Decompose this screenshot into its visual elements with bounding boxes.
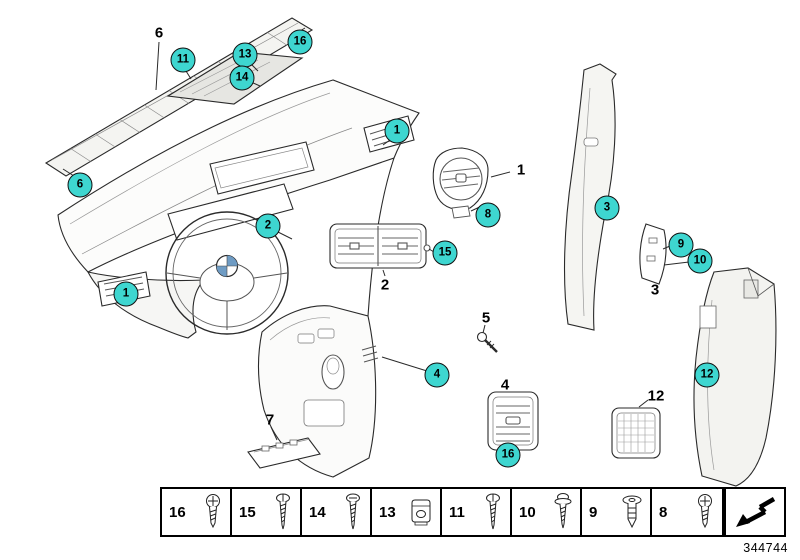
legend-number: 10	[519, 503, 536, 521]
callout-circle-13[interactable]: 13	[232, 42, 258, 68]
control-module-drawing	[611, 407, 661, 459]
legend-item-10[interactable]: 10	[512, 489, 582, 535]
legend-item-8[interactable]: 8	[652, 489, 722, 535]
callout-circle-6[interactable]: 6	[67, 172, 93, 198]
trim-connector-drawing	[247, 437, 321, 469]
legend-item-15[interactable]: 15	[232, 489, 302, 535]
legend-number: 16	[169, 503, 186, 521]
callout-label-7: 7	[265, 411, 275, 429]
tapping-screw-icon	[486, 493, 500, 530]
next-diagram-arrow-icon	[736, 497, 776, 527]
tapping-screw-icon	[346, 493, 360, 530]
legend-number: 9	[589, 503, 598, 521]
callout-label-2: 2	[380, 276, 390, 294]
callout-label-12: 12	[647, 387, 665, 405]
c-clip-nut-icon	[411, 499, 431, 526]
round-air-vent-drawing	[432, 147, 489, 219]
next-diagram-box[interactable]	[724, 487, 786, 537]
expanding-rivet-icon	[622, 495, 642, 529]
legend-number: 15	[239, 503, 256, 521]
callout-circle-16-vent[interactable]: 16	[495, 442, 521, 468]
washer-screw-icon	[554, 493, 572, 529]
callout-circle-2[interactable]: 2	[255, 213, 281, 239]
callout-circle-16-top[interactable]: 16	[287, 29, 313, 55]
callout-circle-12[interactable]: 12	[694, 362, 720, 388]
legend-number: 14	[309, 503, 326, 521]
callout-circle-14[interactable]: 14	[229, 65, 255, 91]
legend-item-13[interactable]: 13	[372, 489, 442, 535]
pan-head-screw-icon	[698, 494, 712, 529]
center-air-vent-drawing	[329, 223, 431, 269]
small-screw-drawing	[476, 331, 498, 353]
legend-item-16[interactable]: 16	[162, 489, 232, 535]
steering-wheel-drawing	[165, 211, 289, 335]
pan-head-screw-icon	[206, 494, 220, 529]
fastener-legend: 16 15 14 13	[160, 487, 724, 537]
callout-label-5: 5	[481, 309, 491, 327]
side-trim-panel-drawing	[693, 267, 777, 487]
leader-lines	[62, 27, 690, 441]
callout-circle-4[interactable]: 4	[424, 362, 450, 388]
legend-number: 13	[379, 503, 396, 521]
legend-item-14[interactable]: 14	[302, 489, 372, 535]
callout-circle-1-dash-right[interactable]: 1	[384, 118, 410, 144]
callout-circle-1-dash-left[interactable]: 1	[113, 281, 139, 307]
a-pillar-trim-drawing	[563, 63, 617, 331]
callout-circle-3[interactable]: 3	[594, 195, 620, 221]
tapping-screw-icon	[276, 493, 290, 530]
callout-circle-8[interactable]: 8	[475, 202, 501, 228]
callout-circle-10[interactable]: 10	[687, 248, 713, 274]
rear-console-vent-drawing	[487, 391, 539, 451]
callout-circle-15[interactable]: 15	[432, 240, 458, 266]
callout-label-1: 1	[516, 161, 526, 179]
callout-label-3: 3	[650, 281, 660, 299]
pillar-bracket-drawing	[639, 223, 667, 285]
callout-label-6: 6	[154, 24, 164, 42]
diagram-number: 344744	[743, 541, 788, 555]
legend-item-9[interactable]: 9	[582, 489, 652, 535]
legend-number: 11	[449, 503, 465, 521]
callout-label-4: 4	[500, 376, 510, 394]
legend-number: 8	[659, 503, 668, 521]
legend-item-11[interactable]: 11	[442, 489, 512, 535]
callout-circle-11[interactable]: 11	[170, 47, 196, 73]
